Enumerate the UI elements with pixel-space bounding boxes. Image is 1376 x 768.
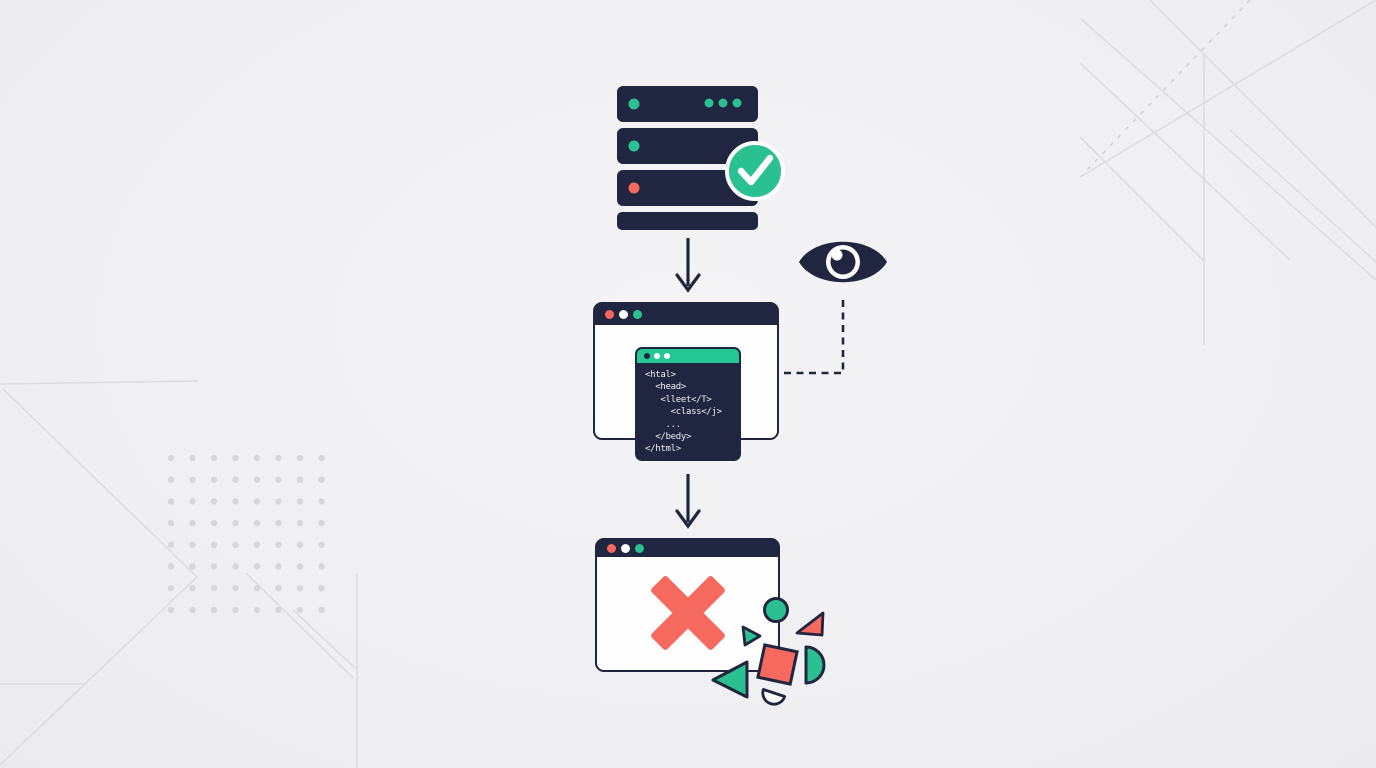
code-line: </bedy>	[645, 432, 692, 443]
server-led-coral	[628, 182, 640, 194]
broken-shapes-cluster	[711, 597, 826, 706]
shape-coral-triangle	[795, 611, 825, 637]
code-window-header	[637, 349, 739, 363]
server-bar	[617, 128, 758, 164]
shape-white-crescent	[761, 688, 787, 706]
shape-green-circle	[763, 597, 789, 623]
code-line: <lleet</T>	[645, 394, 712, 405]
code-line: <class</j>	[645, 407, 723, 418]
decor-lines-bottom-left	[0, 380, 358, 768]
code-line: <head>	[645, 382, 686, 393]
error-x-icon	[651, 576, 725, 650]
browser-window-bottom	[595, 538, 780, 672]
window-dot-white	[654, 353, 660, 359]
dot-grid-pattern	[167, 454, 325, 614]
traffic-light-white	[619, 310, 628, 319]
code-line: ...	[645, 419, 681, 430]
server-bar	[617, 212, 758, 230]
traffic-light-green	[635, 544, 644, 553]
server-stack	[617, 86, 785, 230]
server-port-dot	[732, 98, 742, 108]
decor-dashed-line	[1084, 0, 1251, 173]
window-dot-navy	[644, 353, 650, 359]
shape-large-green-triangle	[711, 660, 749, 699]
arrow-down-icon	[675, 474, 701, 529]
server-led-green	[628, 140, 640, 152]
server-bar	[617, 170, 758, 206]
traffic-light-coral	[605, 310, 614, 319]
code-snippet: <htal> <head> <lleet</T> <class</j> ... …	[637, 363, 739, 456]
window-dot-white	[664, 353, 670, 359]
decor-lines-top-right	[1079, 0, 1376, 345]
shape-coral-square	[756, 643, 799, 686]
code-line: <htal>	[645, 370, 676, 380]
check-icon	[725, 141, 785, 201]
traffic-light-white	[621, 544, 630, 553]
arrow-down-icon	[675, 238, 701, 293]
eye-icon	[799, 241, 887, 283]
browser-titlebar	[597, 540, 778, 557]
server-port-dot	[704, 98, 714, 108]
server-bar	[617, 86, 758, 122]
traffic-light-coral	[607, 544, 616, 553]
code-line: </html>	[645, 444, 681, 455]
shape-green-semicircle	[804, 645, 826, 685]
traffic-light-green	[633, 310, 642, 319]
code-window: <htal> <head> <lleet</T> <class</j> ... …	[635, 347, 741, 461]
dashed-connector	[783, 300, 845, 375]
shape-small-green-triangle	[741, 625, 762, 647]
server-led-green	[628, 98, 640, 110]
server-port-dot	[718, 98, 728, 108]
browser-titlebar	[595, 304, 777, 325]
